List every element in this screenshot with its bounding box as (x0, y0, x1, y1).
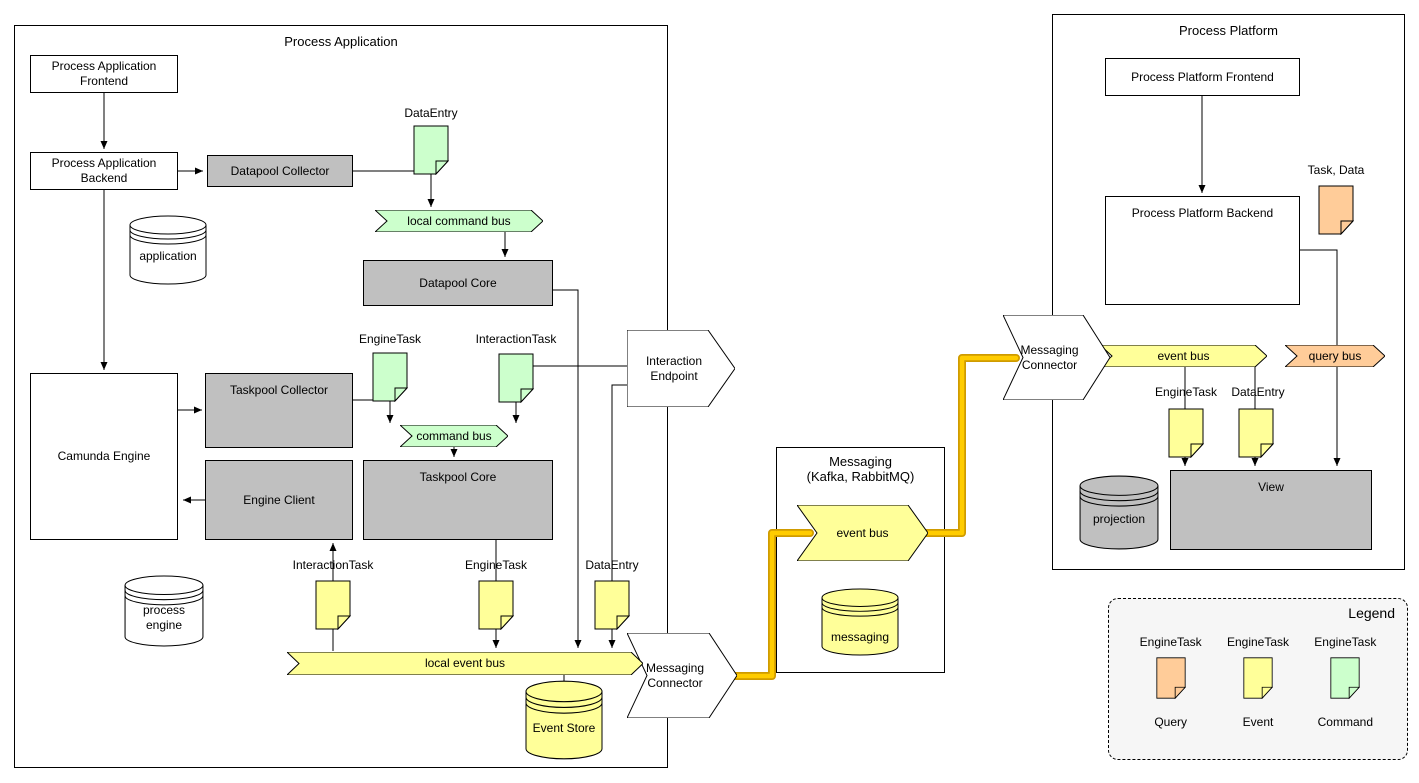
messaging-frame-subtitle: (Kafka, RabbitMQ) (806, 469, 915, 484)
legend-item-event: EngineTask Event (1214, 635, 1301, 729)
enginetask-command-doc-icon (372, 352, 408, 402)
command-bus-banner: command bus (400, 425, 508, 447)
taskpool-core-box: Taskpool Core (363, 460, 553, 540)
event-store-cylinder: Event Store (524, 680, 604, 760)
legend-query-type-label: Query (1154, 715, 1187, 729)
legend-items: EngineTask Query EngineTask Event Engine… (1127, 635, 1389, 729)
task-data-doc-label: Task, Data (1307, 163, 1365, 177)
interaction-endpoint-label: Interaction Endpoint (645, 353, 703, 383)
enginetask-command-doc-label: EngineTask (358, 332, 422, 346)
application-database-cylinder: application (128, 215, 208, 285)
process-application-frontend-label: Process Application Frontend (51, 59, 157, 88)
legend-frame: Legend EngineTask Query EngineTask Event… (1108, 598, 1408, 760)
command-doc-icon (1330, 657, 1361, 699)
process-engine-database-label: process engine (142, 603, 186, 632)
taskpool-collector-label: Taskpool Collector (229, 383, 329, 397)
interactiontask-event-doc-label: InteractionTask (292, 558, 374, 572)
view-box: View (1170, 470, 1372, 550)
dataentry-command-doc-icon (413, 125, 449, 175)
enginetask-event-doc-icon (478, 580, 514, 630)
event-bus-main-banner: event bus (797, 505, 928, 561)
messaging-database-cylinder: messaging (820, 588, 900, 656)
view-label: View (1258, 480, 1284, 494)
taskpool-core-label: Taskpool Core (419, 470, 497, 484)
messaging-connector-right-shape: Messaging Connector (1003, 315, 1110, 400)
event-doc-icon (1243, 657, 1273, 699)
legend-command-doc-label: EngineTask (1314, 635, 1377, 649)
process-application-backend-box: Process Application Backend (30, 152, 178, 190)
task-data-doc-icon (1318, 185, 1354, 235)
dataentry-platform-doc-label: DataEntry (1231, 385, 1285, 399)
query-bus-banner: query bus (1285, 345, 1385, 367)
legend-item-query: EngineTask Query (1127, 635, 1214, 729)
legend-query-doc-label: EngineTask (1139, 635, 1202, 649)
process-application-frontend-box: Process Application Frontend (30, 55, 178, 93)
engine-client-label: Engine Client (243, 492, 315, 507)
local-command-bus-label: local command bus (407, 213, 511, 228)
legend-item-command: EngineTask Command (1302, 635, 1389, 729)
event-bus-platform-banner: event bus (1100, 345, 1267, 367)
messaging-connector-left-shape: Messaging Connector (627, 633, 737, 718)
taskpool-collector-box: Taskpool Collector (205, 373, 353, 448)
event-bus-main-label: event bus (836, 525, 889, 540)
datapool-collector-box: Datapool Collector (207, 155, 353, 187)
local-command-bus-banner: local command bus (375, 210, 543, 232)
enginetask-platform-doc-icon (1168, 408, 1204, 458)
process-platform-frontend-box: Process Platform Frontend (1105, 58, 1300, 96)
legend-event-type-label: Event (1242, 715, 1274, 729)
enginetask-platform-doc-label: EngineTask (1154, 385, 1218, 399)
process-engine-database-cylinder: process engine (123, 575, 205, 647)
interaction-endpoint-shape: Interaction Endpoint (627, 330, 735, 407)
datapool-core-box: Datapool Core (363, 260, 553, 306)
application-database-label: application (139, 248, 197, 263)
process-platform-frame-title: Process Platform (1179, 23, 1278, 38)
projection-database-label: projection (1092, 512, 1146, 526)
legend-event-doc-label: EngineTask (1226, 635, 1290, 649)
legend-title: Legend (1348, 605, 1395, 621)
command-bus-label: command bus (416, 428, 492, 443)
process-platform-frontend-label: Process Platform Frontend (1131, 69, 1274, 84)
camunda-engine-box: Camunda Engine (30, 373, 178, 540)
query-bus-label: query bus (1308, 348, 1362, 363)
dataentry-event-doc-label: DataEntry (585, 558, 639, 572)
dataentry-platform-doc-icon (1238, 408, 1274, 458)
black-arrow-wires (100, 93, 1341, 681)
gold-bus-wires (729, 354, 1020, 680)
local-event-bus-label: local event bus (424, 656, 506, 670)
process-application-frame-title: Process Application (284, 34, 398, 49)
camunda-engine-label: Camunda Engine (57, 449, 151, 463)
legend-command-type-label: Command (1317, 715, 1373, 729)
enginetask-event-doc-label: EngineTask (464, 558, 528, 572)
messaging-connector-right-label: Messaging Connector (1020, 342, 1079, 372)
local-event-bus-banner: local event bus (287, 652, 643, 675)
process-platform-backend-label: Process Platform Backend (1131, 206, 1274, 220)
process-platform-backend-box: Process Platform Backend (1105, 196, 1300, 305)
datapool-core-label: Datapool Core (419, 275, 497, 290)
query-doc-icon (1156, 657, 1186, 699)
messaging-connector-left-label: Messaging Connector (645, 660, 705, 690)
interactiontask-event-doc-icon (315, 580, 351, 630)
datapool-collector-label: Datapool Collector (230, 163, 330, 178)
event-bus-platform-label: event bus (1157, 348, 1210, 363)
interactiontask-command-doc-icon (498, 353, 534, 403)
interactiontask-command-doc-label: InteractionTask (475, 332, 557, 346)
dataentry-event-doc-icon (594, 580, 630, 630)
messaging-frame-title: Messaging (829, 454, 892, 469)
process-application-backend-label: Process Application Backend (51, 156, 157, 185)
event-store-label: Event Store (532, 720, 596, 735)
engine-client-box: Engine Client (205, 460, 353, 540)
dataentry-command-doc-label: DataEntry (404, 106, 458, 120)
projection-database-cylinder: projection (1078, 475, 1160, 550)
messaging-database-label: messaging (830, 629, 890, 644)
